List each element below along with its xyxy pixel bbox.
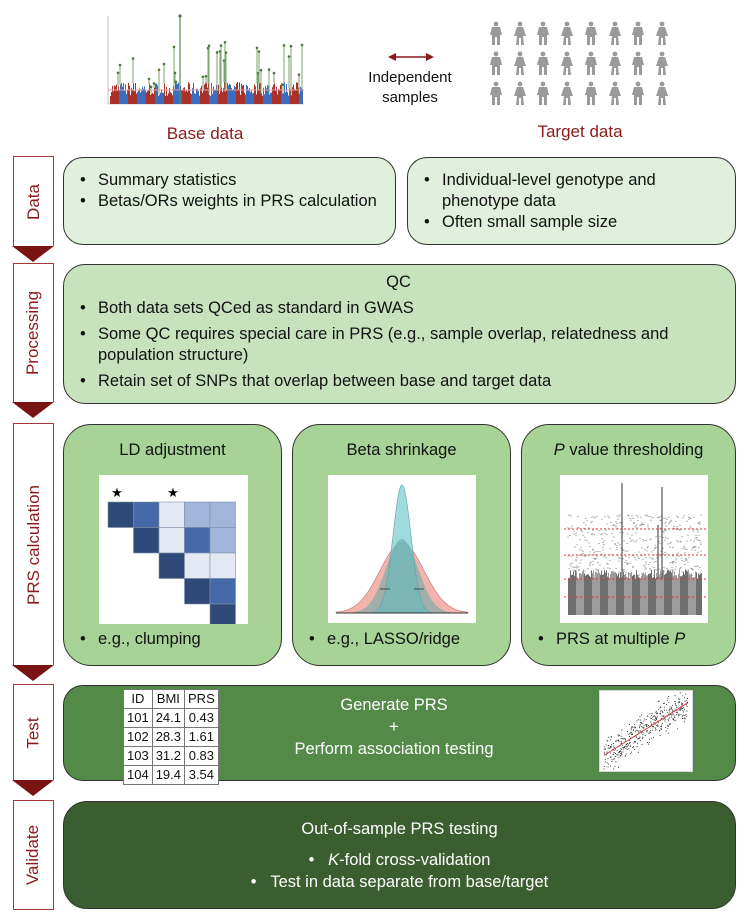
panel-title: Beta shrinkage <box>346 441 457 459</box>
manhattan-plot-figure <box>107 14 304 105</box>
male-person-icon <box>579 78 603 108</box>
down-arrow-icon <box>12 780 54 796</box>
down-arrow-icon <box>12 246 54 262</box>
p-value-thresholding-panel: P value thresholding PRS at multiple P <box>521 424 736 666</box>
bullet-item: Often small sample size <box>416 212 725 233</box>
male-person-icon <box>532 18 556 48</box>
shrinkage-distribution-figure <box>328 475 476 623</box>
scatter-regression-figure <box>599 690 693 772</box>
ld-matrix-figure: ★ ★ <box>99 475 248 624</box>
table-row: 101 24.1 0.43 <box>123 708 219 728</box>
panel-title: LD adjustment <box>119 441 226 459</box>
threshold-manhattan-figure <box>560 475 708 623</box>
stage-processing: Processing <box>12 263 54 418</box>
base-data-box: Summary statistics Betas/ORs weights in … <box>63 157 396 245</box>
bullet-item: Summary statistics <box>72 170 385 191</box>
down-arrow-icon <box>12 402 54 418</box>
independent-samples-label: Independent samples <box>368 69 452 106</box>
bullet-item: Both data sets QCed as standard in GWAS <box>72 298 725 319</box>
table-row: 102 28.3 1.61 <box>123 727 219 747</box>
table-row: 104 19.4 3.54 <box>123 765 219 785</box>
base-data-label: Base data <box>166 124 244 143</box>
male-person-icon <box>532 78 556 108</box>
svg-text:★: ★ <box>167 485 179 500</box>
validate-box: Out-of-sample PRS testing • K-fold cross… <box>63 801 736 909</box>
target-data-label: Target data <box>537 122 623 141</box>
target-data-box: Individual-level genotype and phenotype … <box>407 157 736 245</box>
prs-table: ID BMI PRS 101 24.1 0.43 102 28.3 1.61 1… <box>123 689 219 785</box>
bullet-item: e.g., LASSO/ridge <box>301 629 460 650</box>
validate-title: Out-of-sample PRS testing <box>301 820 498 838</box>
target-people-grid <box>484 18 674 108</box>
panel-title: P value thresholding <box>553 441 704 459</box>
male-person-icon <box>484 48 508 78</box>
female-person-icon <box>508 78 532 108</box>
bullet-item: Betas/ORs weights in PRS calculation <box>72 191 385 212</box>
male-person-icon <box>579 48 603 78</box>
female-person-icon <box>603 18 627 48</box>
stage-validate: Validate <box>13 800 54 910</box>
qc-title: QC <box>386 273 411 291</box>
male-person-icon <box>627 18 651 48</box>
male-person-icon <box>627 78 651 108</box>
female-person-icon <box>508 18 532 48</box>
male-person-icon <box>484 78 508 108</box>
bullet-item: Retain set of SNPs that overlap between … <box>72 371 725 392</box>
female-person-icon <box>650 48 674 78</box>
bullet-item: • K-fold cross-validation <box>308 851 491 869</box>
bullet-item: Some QC requires special care in PRS (e.… <box>72 324 725 366</box>
down-arrow-icon <box>12 665 54 681</box>
male-person-icon <box>532 48 556 78</box>
female-person-icon <box>603 48 627 78</box>
double-arrow-icon <box>388 53 434 61</box>
table-header-row: ID BMI PRS <box>123 689 219 709</box>
male-person-icon <box>579 18 603 48</box>
processing-qc-box: QC Both data sets QCed as standard in GW… <box>63 264 736 404</box>
bullet-item: PRS at multiple P <box>530 629 685 650</box>
male-person-icon <box>627 48 651 78</box>
svg-text:★: ★ <box>111 485 123 500</box>
ld-adjustment-panel: LD adjustment ★ ★ e.g., clumping <box>63 424 282 666</box>
test-box: ID BMI PRS 101 24.1 0.43 102 28.3 1.61 1… <box>63 685 736 785</box>
female-person-icon <box>603 78 627 108</box>
bullet-item: • Test in data separate from base/target <box>250 873 549 891</box>
bullet-item: e.g., clumping <box>72 629 201 650</box>
beta-shrinkage-panel: Beta shrinkage e.g., LASSO/ridge <box>292 424 511 666</box>
female-person-icon <box>555 48 579 78</box>
female-person-icon <box>555 78 579 108</box>
male-person-icon <box>484 18 508 48</box>
validate-bullets: • K-fold cross-validation • Test in data… <box>64 849 735 893</box>
table-row: 103 31.2 0.83 <box>123 746 219 766</box>
female-person-icon <box>555 18 579 48</box>
test-description: Generate PRS + Perform association testi… <box>294 696 494 758</box>
female-person-icon <box>508 48 532 78</box>
female-person-icon <box>650 78 674 108</box>
bullet-item: Individual-level genotype and phenotype … <box>416 170 725 212</box>
stage-data: Data <box>12 156 54 262</box>
female-person-icon <box>650 18 674 48</box>
stage-prs-calculation: PRS calculation <box>12 423 54 681</box>
stage-test: Test <box>12 684 54 796</box>
